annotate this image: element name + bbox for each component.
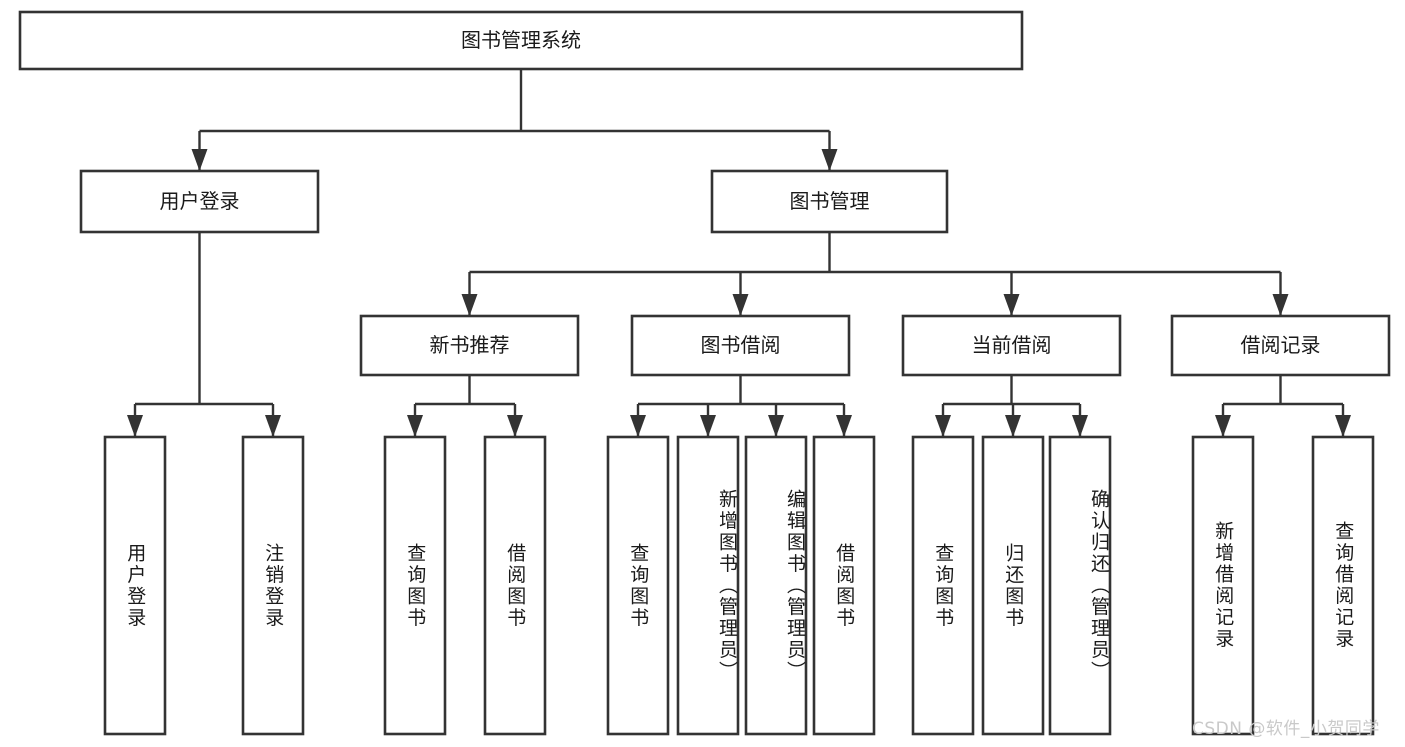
node-label: 借阅记录 — [1241, 333, 1321, 357]
node-label: 新书推荐 — [430, 333, 510, 357]
arrow-head-icon — [191, 149, 208, 171]
node-leaf-return-book[interactable] — [981, 435, 1045, 736]
arrow-head-icon — [461, 294, 478, 316]
arrow-head-icon — [1005, 415, 1021, 437]
node-leaf-query-book-current[interactable] — [911, 435, 975, 736]
node-leaf-add-record[interactable] — [1191, 435, 1255, 736]
arrow-head-icon — [265, 415, 281, 437]
arrow-head-icon — [1003, 294, 1020, 316]
node-book-management[interactable] — [710, 169, 949, 234]
csdn-watermark: CSDN @软件_小贺同学 — [1192, 719, 1380, 739]
node-current-borrow[interactable] — [901, 314, 1122, 377]
node-leaf-logout[interactable] — [241, 435, 305, 736]
node-leaf-query-record[interactable] — [1311, 435, 1375, 736]
node-leaf-confirm-return[interactable] — [1048, 435, 1112, 736]
node-label: 图书管理系统 — [461, 28, 581, 52]
arrow-head-icon — [1272, 294, 1289, 316]
node-new-book-recommend[interactable] — [359, 314, 580, 377]
arrow-head-icon — [407, 415, 423, 437]
node-leaf-query-book-borrow[interactable] — [606, 435, 670, 736]
arrow-head-icon — [127, 415, 143, 437]
arrow-head-icon — [732, 294, 749, 316]
node-label: 当前借阅 — [972, 333, 1052, 357]
arrow-head-icon — [700, 415, 716, 437]
node-leaf-edit-book[interactable] — [744, 435, 808, 736]
boxes-layer — [18, 10, 1391, 736]
arrow-head-icon — [1215, 415, 1231, 437]
arrow-head-icon — [1072, 415, 1088, 437]
node-leaf-borrow-book[interactable] — [812, 435, 876, 736]
arrow-head-icon — [507, 415, 523, 437]
node-leaf-borrow-book-recommend[interactable] — [483, 435, 547, 736]
node-leaf-query-book-recommend[interactable] — [383, 435, 447, 736]
node-leaf-user-login[interactable] — [103, 435, 167, 736]
arrow-head-icon — [821, 149, 838, 171]
arrow-head-icon — [768, 415, 784, 437]
arrow-head-icon — [836, 415, 852, 437]
arrow-head-icon — [935, 415, 951, 437]
node-leaf-add-book[interactable] — [676, 435, 740, 736]
arrow-head-icon — [630, 415, 646, 437]
node-label: 图书借阅 — [701, 333, 781, 357]
node-book-borrow[interactable] — [630, 314, 851, 377]
node-label: 用户登录 — [160, 189, 240, 213]
node-user-login[interactable] — [79, 169, 320, 234]
connectors-layer — [127, 69, 1351, 437]
node-label: 图书管理 — [790, 189, 870, 213]
node-borrow-records[interactable] — [1170, 314, 1391, 377]
node-root-root[interactable] — [18, 10, 1024, 71]
arrow-head-icon — [1335, 415, 1351, 437]
